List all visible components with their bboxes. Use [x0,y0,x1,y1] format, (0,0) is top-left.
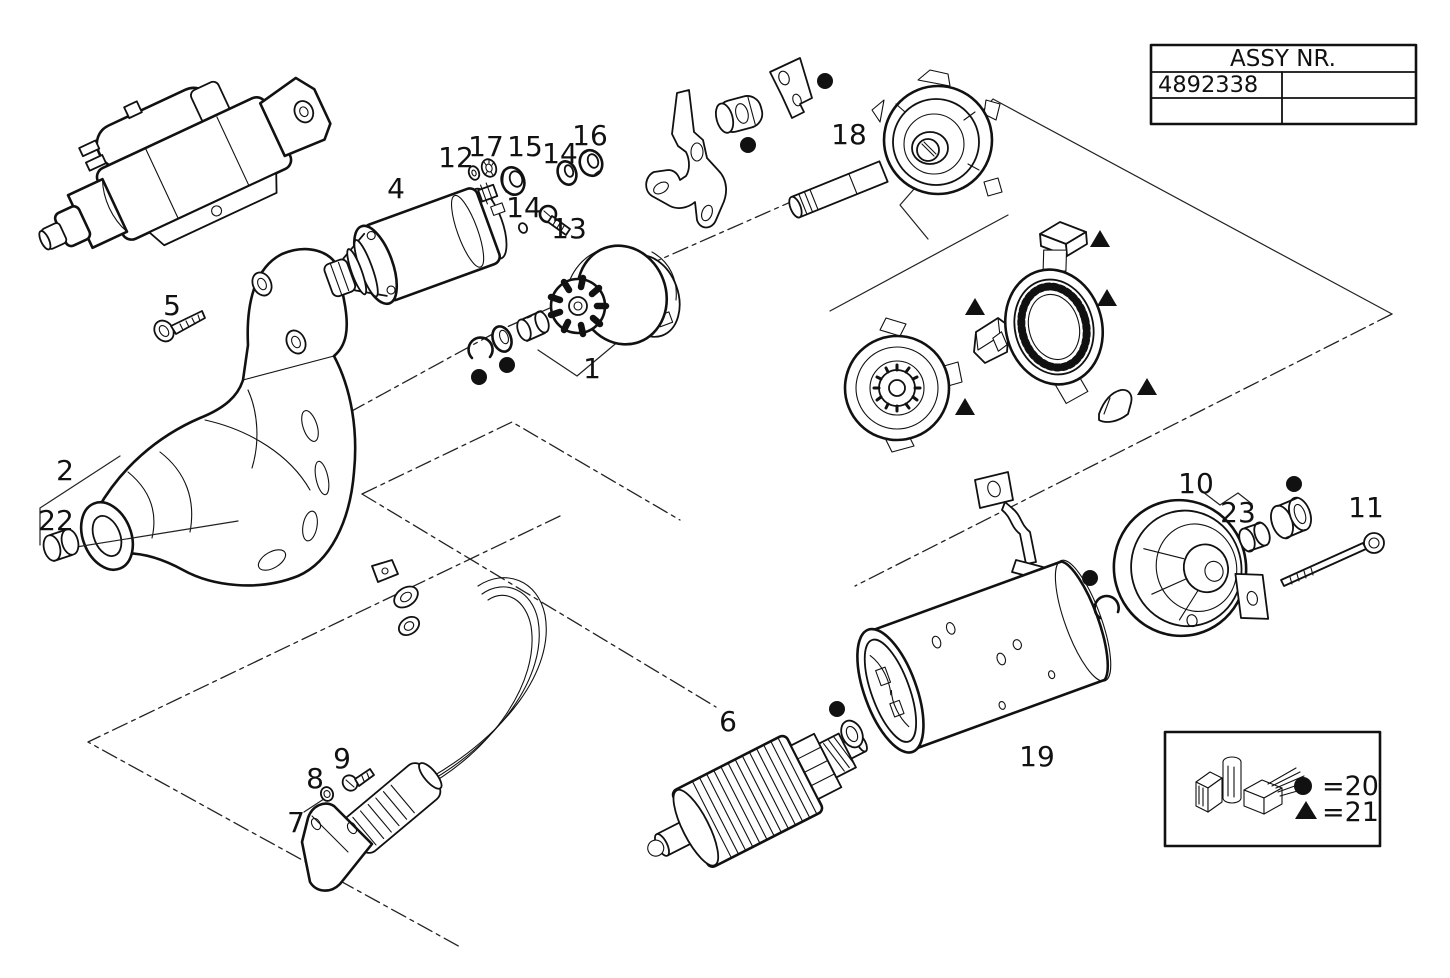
dot-marker [499,357,515,373]
callout-7: 7 [287,806,305,839]
drive-housing-drawing [79,247,357,587]
screw-5-drawing [153,310,206,343]
callout-15: 15 [507,130,543,163]
triangle-marker [1090,230,1110,247]
starter-assembly-drawing [38,76,332,251]
callout-13: 13 [551,212,587,245]
assy-table-title: ASSY NR. [1230,46,1336,72]
callout-12: 12 [438,141,474,174]
small-hardware-row [467,148,604,236]
snap-ring-2 [1093,594,1120,620]
assy-table: ASSY NR. 4892338 [1149,43,1418,126]
callout-11: 11 [1348,491,1384,524]
callout-16: 16 [572,119,608,152]
dot-marker [740,137,756,153]
legend-box: =20 =21 [1163,730,1382,848]
field-frame-drawing [856,471,1112,754]
callout-4: 4 [387,172,405,205]
callout-2: 2 [56,454,74,487]
dot-marker [1082,570,1098,586]
callout-19: 19 [1019,740,1055,773]
callout-9: 9 [333,742,351,775]
pinion-clutch-drawing [467,244,681,360]
callout-22: 22 [38,504,74,537]
callout-14: 14 [506,191,542,224]
legend-triangle-label: =21 [1322,797,1379,828]
legend-dot-label: =20 [1322,771,1379,802]
solenoid-drawing [323,182,508,306]
assy-number: 4892338 [1158,72,1258,98]
callout-23: 23 [1220,496,1256,529]
triangle-marker [955,398,975,415]
legend-triangle-icon [1295,801,1317,819]
triangle-marker [965,298,985,315]
stop-bracket [769,57,813,119]
dot-markers [471,73,1302,717]
brush-wedge-small [1098,389,1133,423]
snap-ring [467,336,494,360]
callout-18: 18 [831,118,867,151]
callout-10: 10 [1178,467,1214,500]
triangle-marker [1137,378,1157,395]
callout-5: 5 [163,289,181,322]
planetary-group-drawing [843,221,1133,453]
callout-1: 1 [583,352,601,385]
cable-group-drawing [300,559,547,892]
callout-8: 8 [306,762,324,795]
dot-marker [829,701,845,717]
callout-14: 14 [542,137,578,170]
bolt-head [1363,532,1385,554]
gear-head-drawing [788,69,1003,219]
callout-6: 6 [719,705,737,738]
armature-drawing [647,719,868,868]
dot-marker [471,369,487,385]
shift-fork-drawing [645,57,813,229]
triangle-markers [955,230,1157,415]
dot-marker [817,73,833,89]
legend-mini-drawing [1195,756,1309,815]
end-cap-group-drawing [1093,496,1385,638]
callout-17: 17 [468,130,504,163]
legend-dot-icon [1294,777,1312,795]
bushing-22-drawing [42,520,239,562]
dot-marker [1286,476,1302,492]
leader-lines [39,339,1253,813]
mount-bracket [300,802,374,892]
assy-table-frame [1149,43,1418,126]
triangle-marker [1097,289,1117,306]
